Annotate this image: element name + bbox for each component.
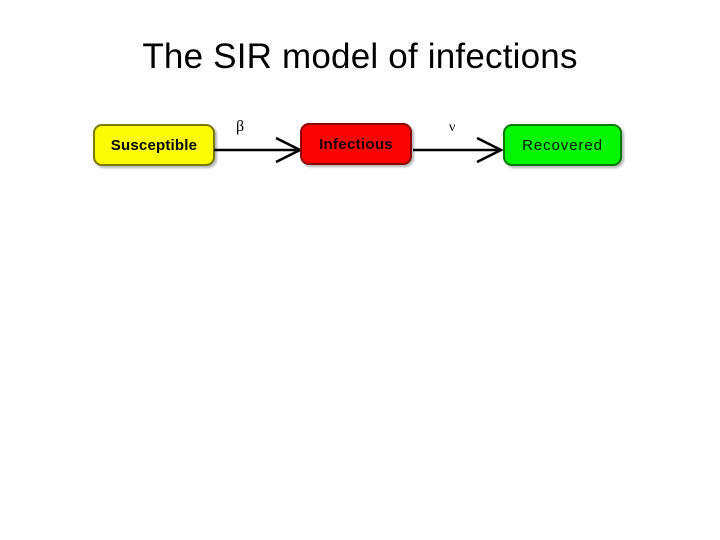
- page-title: The SIR model of infections: [142, 37, 578, 76]
- node-infectious-label: Infectious: [319, 135, 393, 153]
- node-susceptible[interactable]: Susceptible: [93, 124, 215, 166]
- node-susceptible-label: Susceptible: [110, 136, 198, 154]
- arrow-infectious-to-recovered: [413, 136, 504, 164]
- node-recovered-label: Recovered: [522, 136, 603, 154]
- edge-label-beta: β: [236, 118, 245, 135]
- node-infectious[interactable]: Infectious: [300, 123, 412, 165]
- arrow-susceptible-to-infectious: [214, 136, 303, 164]
- edge-label-nu: ν: [449, 120, 456, 135]
- node-recovered[interactable]: Recovered: [503, 124, 622, 166]
